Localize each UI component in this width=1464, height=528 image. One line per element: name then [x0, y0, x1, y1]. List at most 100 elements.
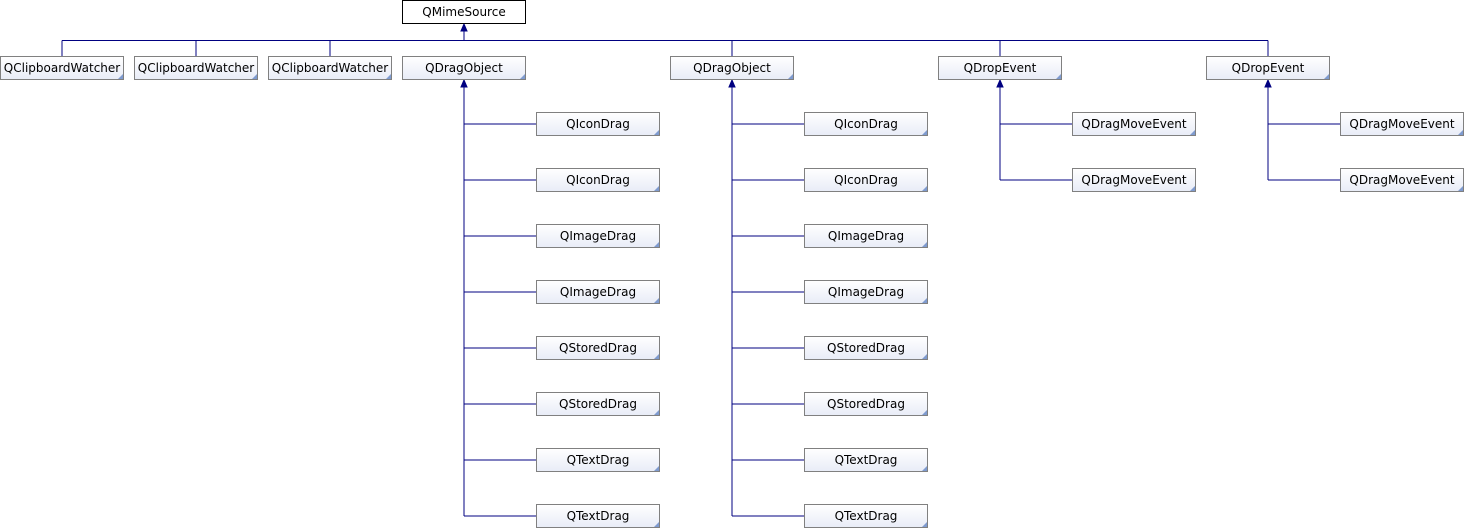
- node-qicon-drag[interactable]: QIconDrag: [804, 168, 928, 192]
- corner-marker-icon: [654, 466, 659, 471]
- node-qicon-drag[interactable]: QIconDrag: [536, 168, 660, 192]
- node-qdrag-move-event[interactable]: QDragMoveEvent: [1072, 112, 1196, 136]
- node-qtext-drag[interactable]: QTextDrag: [536, 504, 660, 528]
- node-qdrag-move-event-label: QDragMoveEvent: [1081, 117, 1186, 131]
- node-qstored-drag-box: [804, 336, 928, 360]
- corner-marker-icon: [1458, 186, 1463, 191]
- node-qstored-drag-label: QStoredDrag: [559, 397, 637, 411]
- node-qicon-drag-box: [804, 168, 928, 192]
- node-qclipboard-watcher-label: QClipboardWatcher: [4, 61, 121, 75]
- corner-marker-icon: [1190, 130, 1195, 135]
- node-qicon-drag-label: QIconDrag: [834, 117, 898, 131]
- node-qdrop-event-label: QDropEvent: [1232, 61, 1305, 75]
- node-qtext-drag-label: QTextDrag: [567, 453, 630, 467]
- corner-marker-icon: [922, 130, 927, 135]
- corner-marker-icon: [922, 522, 927, 527]
- node-qstored-drag[interactable]: QStoredDrag: [536, 392, 660, 416]
- arrowhead-icon: [460, 22, 468, 32]
- node-qstored-drag-box: [536, 392, 660, 416]
- node-qdrop-event-box: [938, 56, 1062, 80]
- node-qimage-drag-label: QImageDrag: [828, 229, 904, 243]
- node-qdrag-move-event-box: [1072, 112, 1196, 136]
- corner-marker-icon: [654, 298, 659, 303]
- corner-marker-icon: [922, 354, 927, 359]
- node-qmime-source[interactable]: QMimeSource: [402, 0, 526, 24]
- node-qicon-drag[interactable]: QIconDrag: [804, 112, 928, 136]
- node-qtext-drag-box: [536, 448, 660, 472]
- node-qimage-drag-label: QImageDrag: [560, 229, 636, 243]
- node-qtext-drag[interactable]: QTextDrag: [536, 448, 660, 472]
- node-qdrop-event[interactable]: QDropEvent: [938, 56, 1062, 80]
- node-qclipboard-watcher-box: [0, 56, 124, 80]
- corner-marker-icon: [922, 466, 927, 471]
- arrowhead-icon: [996, 78, 1004, 88]
- node-qimage-drag-label: QImageDrag: [828, 285, 904, 299]
- corner-marker-icon: [1190, 186, 1195, 191]
- arrowhead-icon: [460, 78, 468, 88]
- node-qdrag-move-event[interactable]: QDragMoveEvent: [1340, 112, 1464, 136]
- corner-marker-icon: [386, 74, 391, 79]
- node-qtext-drag-label: QTextDrag: [567, 509, 630, 523]
- corner-marker-icon: [654, 242, 659, 247]
- node-qstored-drag[interactable]: QStoredDrag: [804, 392, 928, 416]
- node-qdrag-object-box: [402, 56, 526, 80]
- node-qclipboard-watcher[interactable]: QClipboardWatcher: [134, 56, 258, 80]
- node-qmime-source-label: QMimeSource: [422, 5, 505, 19]
- node-qicon-drag-label: QIconDrag: [566, 173, 630, 187]
- corner-marker-icon: [922, 410, 927, 415]
- node-qstored-drag-box: [536, 336, 660, 360]
- node-qtext-drag[interactable]: QTextDrag: [804, 504, 928, 528]
- node-qdrag-move-event-label: QDragMoveEvent: [1349, 117, 1454, 131]
- node-qstored-drag-box: [804, 392, 928, 416]
- node-qimage-drag[interactable]: QImageDrag: [536, 224, 660, 248]
- node-qimage-drag-box: [804, 280, 928, 304]
- corner-marker-icon: [922, 242, 927, 247]
- node-qdrag-move-event[interactable]: QDragMoveEvent: [1340, 168, 1464, 192]
- node-qdrop-event[interactable]: QDropEvent: [1206, 56, 1330, 80]
- node-qstored-drag[interactable]: QStoredDrag: [804, 336, 928, 360]
- node-qdrag-move-event[interactable]: QDragMoveEvent: [1072, 168, 1196, 192]
- inheritance-edges: [61, 22, 1340, 517]
- corner-marker-icon: [922, 186, 927, 191]
- corner-marker-icon: [118, 74, 123, 79]
- corner-marker-icon: [922, 298, 927, 303]
- node-qdrag-object[interactable]: QDragObject: [402, 56, 526, 80]
- node-qstored-drag[interactable]: QStoredDrag: [536, 336, 660, 360]
- corner-marker-icon: [654, 186, 659, 191]
- node-qicon-drag-box: [804, 112, 928, 136]
- node-qimage-drag-box: [804, 224, 928, 248]
- node-qtext-drag-label: QTextDrag: [835, 453, 898, 467]
- node-qdrag-move-event-box: [1072, 168, 1196, 192]
- node-qclipboard-watcher-label: QClipboardWatcher: [138, 61, 255, 75]
- node-qdrag-move-event-label: QDragMoveEvent: [1081, 173, 1186, 187]
- corner-marker-icon: [654, 354, 659, 359]
- node-qclipboard-watcher[interactable]: QClipboardWatcher: [268, 56, 392, 80]
- node-qdrag-object-label: QDragObject: [693, 61, 771, 75]
- node-qimage-drag[interactable]: QImageDrag: [804, 224, 928, 248]
- node-qimage-drag[interactable]: QImageDrag: [804, 280, 928, 304]
- node-qicon-drag-label: QIconDrag: [834, 173, 898, 187]
- corner-marker-icon: [654, 410, 659, 415]
- node-qicon-drag-box: [536, 112, 660, 136]
- arrowhead-icon: [728, 78, 736, 88]
- node-qstored-drag-label: QStoredDrag: [827, 397, 905, 411]
- node-qclipboard-watcher[interactable]: QClipboardWatcher: [0, 56, 124, 80]
- node-qdrag-object-label: QDragObject: [425, 61, 503, 75]
- node-qstored-drag-label: QStoredDrag: [827, 341, 905, 355]
- node-qdrag-object[interactable]: QDragObject: [670, 56, 794, 80]
- node-qmime-source-box: [402, 0, 526, 24]
- node-qdrop-event-box: [1206, 56, 1330, 80]
- corner-marker-icon: [654, 522, 659, 527]
- node-qicon-drag[interactable]: QIconDrag: [536, 112, 660, 136]
- corner-marker-icon: [252, 74, 257, 79]
- node-qimage-drag[interactable]: QImageDrag: [536, 280, 660, 304]
- node-qclipboard-watcher-label: QClipboardWatcher: [272, 61, 389, 75]
- node-qtext-drag-label: QTextDrag: [835, 509, 898, 523]
- arrowhead-icon: [1264, 78, 1272, 88]
- node-qclipboard-watcher-box: [134, 56, 258, 80]
- node-qtext-drag[interactable]: QTextDrag: [804, 448, 928, 472]
- corner-marker-icon: [1056, 74, 1061, 79]
- node-qicon-drag-label: QIconDrag: [566, 117, 630, 131]
